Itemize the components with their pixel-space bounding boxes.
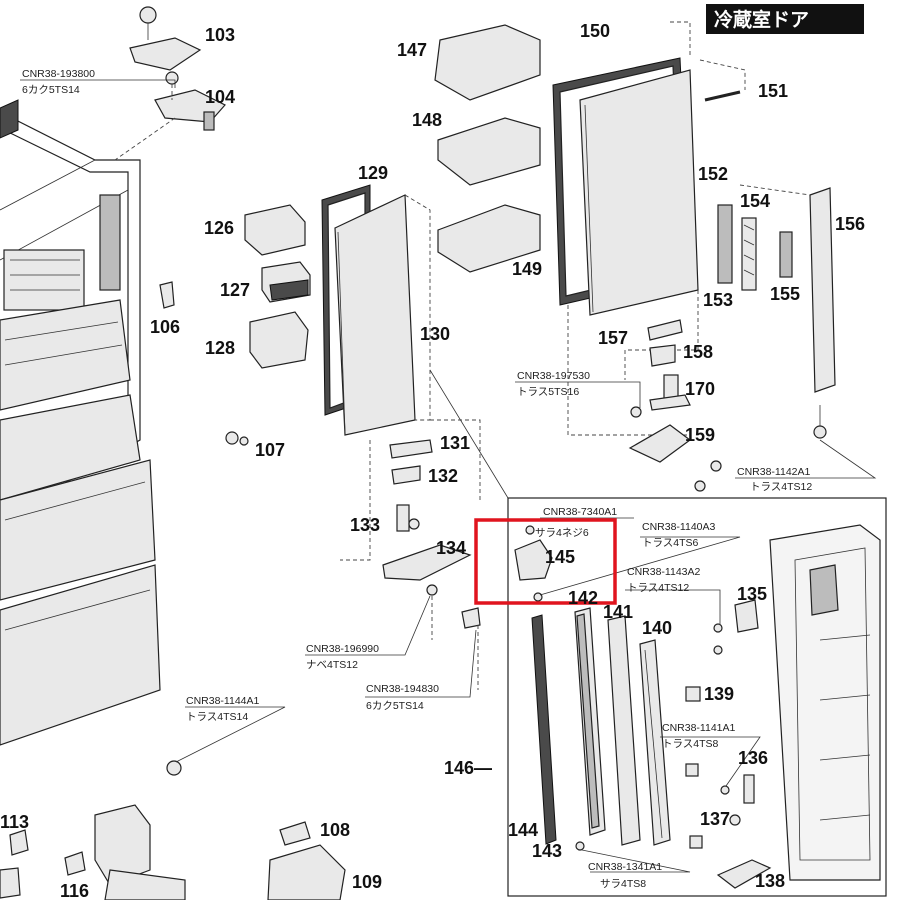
part-number-126: 126 [204,218,234,238]
screw-code-1341A1: CNR38-1341A1 [588,861,662,873]
part-number-103: 103 [205,25,235,45]
part-number-151: 151 [758,81,788,101]
screw-desc-194830: 6カク5TS14 [366,700,424,712]
part-number-108: 108 [320,820,350,840]
part-number-150: 150 [580,21,610,41]
screw-code-1141A1: CNR38-1141A1 [662,722,736,734]
small-bins [244,204,311,369]
part-number-149: 149 [512,259,542,279]
part-number-145: 145 [545,547,575,567]
part-number-130: 130 [420,324,450,344]
part-number-154: 154 [740,191,770,211]
screw-code-1143A2: CNR38-1143A2 [627,566,701,578]
part-number-146: 146— [444,758,492,778]
part-number-141: 141 [603,602,633,622]
screw-desc-7340A1: サラ4ネジ6 [535,527,589,539]
part-number-135: 135 [737,584,767,604]
screw-code-1144A1: CNR38-1144A1 [186,695,260,707]
part-number-158: 158 [683,342,713,362]
screw-desc-1144A1: トラス4TS14 [186,711,248,723]
door-baskets [434,24,541,273]
top-hinge-assembly [114,6,226,161]
part-number-139: 139 [704,684,734,704]
detail-box [429,369,887,897]
part-number-113: 113 [0,812,29,832]
part-number-148: 148 [412,110,442,130]
part-number-170: 170 [685,379,715,399]
title-text: 冷蔵室ドア [714,8,809,31]
part-number-144: 144 [508,820,538,840]
screw-desc-197530: トラス5TS16 [517,386,579,398]
screw-code-193800: CNR38-193800 [22,68,95,80]
part-number-134: 134 [436,538,466,558]
leader-lines [20,79,877,873]
part-number-156: 156 [835,214,865,234]
part-number-132: 132 [428,466,458,486]
screw-desc-1141A1: トラス4TS8 [662,738,719,750]
screw-code-196990: CNR38-196990 [306,643,379,655]
right-door [552,21,746,436]
part-number-159: 159 [685,425,715,445]
part-number-129: 129 [358,163,388,183]
part-number-142: 142 [568,588,598,608]
part-number-147: 147 [397,40,427,60]
screw-desc-1140A3: トラス4TS6 [642,537,699,549]
part-number-157: 157 [598,328,628,348]
bottom-parts [0,804,346,900]
part-number-106: 106 [150,317,180,337]
left-door [321,184,481,561]
screw-desc-1341A1: サラ4TS8 [600,878,646,890]
screw-desc-196990: ナベ4TS12 [306,659,358,671]
refrigerator-cabinet [0,99,161,746]
screw-code-labels: CNR38-193800 6カク5TS14 CNR38-197530 トラス5T… [22,68,812,890]
lower-hinge-assembly [382,439,481,690]
screw-code-194830: CNR38-194830 [366,683,439,695]
part-number-153: 153 [703,290,733,310]
part-number-143: 143 [532,841,562,861]
screw-code-1140A3: CNR38-1140A3 [642,521,716,533]
part-number-152: 152 [698,164,728,184]
part-number-137: 137 [700,809,730,829]
screw-code-7340A1: CNR38-7340A1 [543,506,617,518]
part-number-133: 133 [350,515,380,535]
part-number-labels: 103 104 106 107 108 109 113 116 126 127 … [0,21,865,900]
part-number-104: 104 [205,87,235,107]
part-number-140: 140 [642,618,672,638]
loose-screws [159,281,827,776]
part-number-136: 136 [738,748,768,768]
screw-code-1142A1: CNR38-1142A1 [737,466,811,478]
part-number-109: 109 [352,872,382,892]
part-number-128: 128 [205,338,235,358]
screw-code-197530: CNR38-197530 [517,370,590,382]
right-door-parts [628,90,836,463]
part-number-131: 131 [440,433,470,453]
part-number-107: 107 [255,440,285,460]
title-badge: 冷蔵室ドア [706,4,864,34]
part-number-127: 127 [220,280,250,300]
part-number-138: 138 [755,871,785,891]
screw-desc-1143A2: トラス4TS12 [627,582,689,594]
screw-desc-1142A1: トラス4TS12 [750,481,812,493]
part-number-155: 155 [770,284,800,304]
screw-desc-193800: 6カク5TS14 [22,84,80,96]
highlight-box-145 [474,518,617,605]
part-number-116: 116 [60,881,89,900]
